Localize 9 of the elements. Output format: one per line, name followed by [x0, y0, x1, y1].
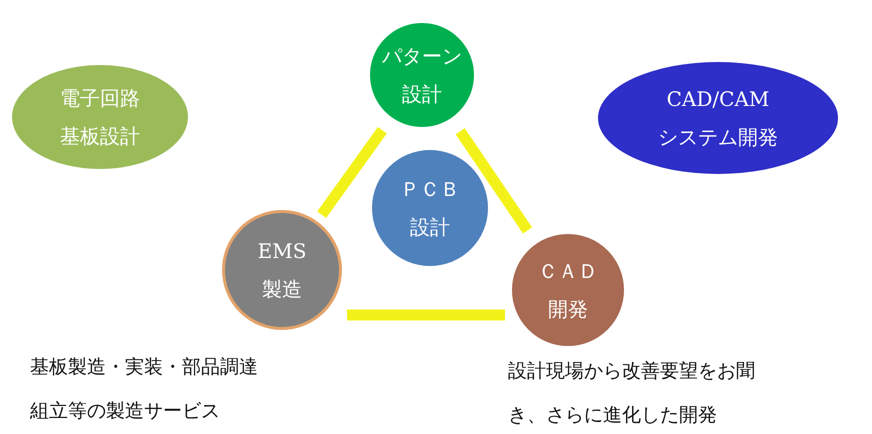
connector-bar [317, 127, 387, 218]
connector-bar [347, 310, 505, 320]
topic-ellipse: 電子回路基板設計 [12, 65, 188, 169]
topic-circle: ＰＣＢ設計 [372, 150, 488, 266]
description-text: 設計現場から改善要望をお聞き、さらに進化した開発 [508, 359, 755, 428]
connector-bar [456, 128, 532, 234]
description-text: 基板製造・実装・部品調達組立等の製造サービス [30, 355, 258, 424]
topic-circle: EMS製造 [222, 210, 342, 330]
topic-ellipse: CAD/CAM システム開発 [598, 62, 838, 174]
